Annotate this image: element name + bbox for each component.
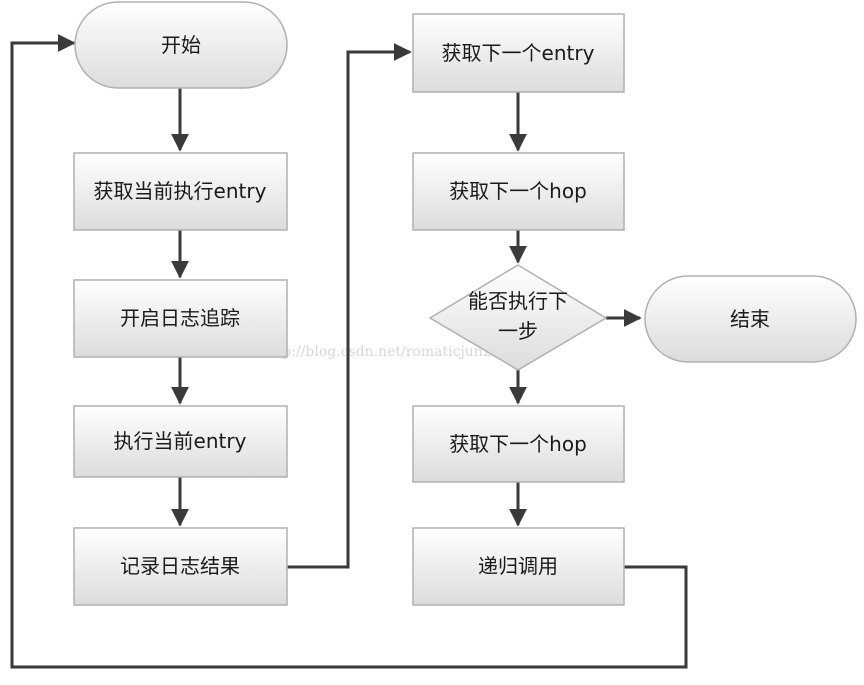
node-get-current-entry-label: 获取当前执行entry [94,179,267,203]
watermark-text: http://blog.csdn.net/romaticjun2011 [262,344,518,360]
arrow-recursive-loop-to-start [10,34,688,669]
node-start: 开始 [74,1,288,89]
node-start-log-trace-label: 开启日志追踪 [120,306,240,330]
node-recursive-call-label: 递归调用 [478,554,558,578]
node-get-next-hop-2-label: 获取下一个hop [449,432,587,456]
arrow-record-to-next-entry [287,43,412,569]
node-get-next-hop-1: 获取下一个hop [412,152,625,231]
node-decision-label-line2: 一步 [498,319,538,343]
node-decision-label-line1: 能否执行下 [468,289,568,313]
node-get-next-entry-label: 获取下一个entry [442,41,595,65]
node-get-next-entry: 获取下一个entry [412,13,625,93]
node-get-next-hop-2: 获取下一个hop [412,405,625,483]
node-get-current-entry: 获取当前执行entry [73,152,288,231]
node-end: 结束 [644,275,857,363]
node-decision: 能否执行下 一步 [428,264,608,371]
node-record-log-result-label: 记录日志结果 [120,554,240,578]
node-exec-current-entry: 执行当前entry [73,405,288,478]
node-start-log-trace: 开启日志追踪 [73,279,288,358]
node-end-label: 结束 [730,307,770,331]
node-exec-current-entry-label: 执行当前entry [114,429,247,453]
node-get-next-hop-1-label: 获取下一个hop [449,179,587,203]
node-record-log-result: 记录日志结果 [73,527,288,606]
node-recursive-call: 递归调用 [412,527,625,606]
node-start-label: 开始 [161,33,201,57]
